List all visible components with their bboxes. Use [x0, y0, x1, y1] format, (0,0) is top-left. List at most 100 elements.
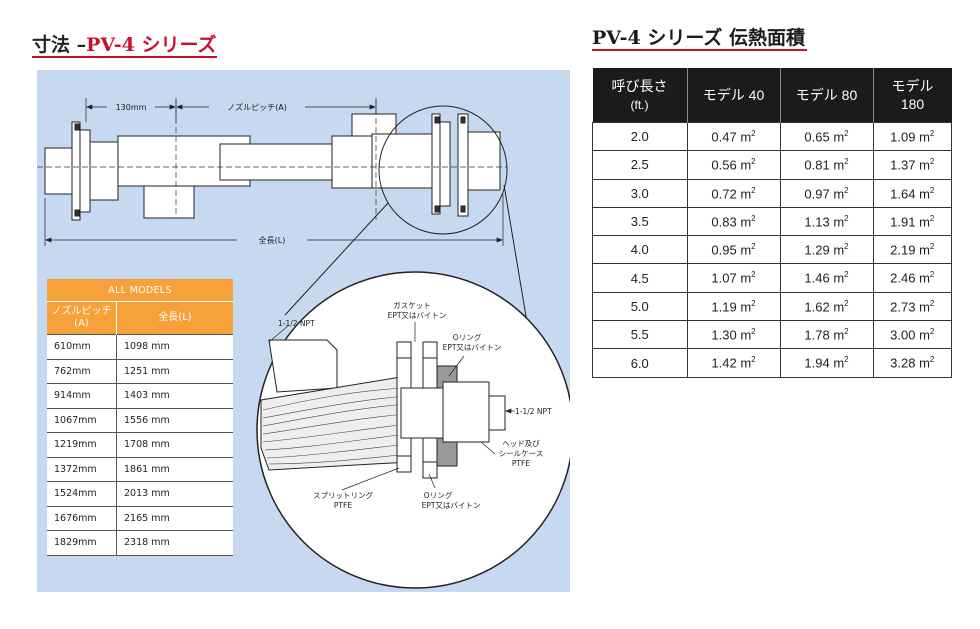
cell-pitch: 1067mm [47, 407, 117, 433]
cell-length: 1251 mm [116, 358, 233, 384]
label-head-1: ヘッド及び [502, 439, 540, 448]
cell-m40: 0.56 m2 [686, 150, 781, 180]
dim-nozzle-pitch-label: ノズルピッチ(A) [227, 102, 287, 112]
cell-m80: 1.29 m2 [779, 235, 874, 265]
col-header-nominal-length: 呼び長さ(ft.) [592, 68, 687, 123]
cell-m40: 1.07 m2 [686, 263, 781, 293]
cell-m180: 3.28 m2 [872, 348, 952, 378]
cell-m80: 0.65 m2 [779, 121, 874, 152]
cell-pitch: 1372mm [47, 456, 117, 482]
cell-m180: 2.19 m2 [872, 235, 952, 265]
models-caption-row: ALL MODELS [47, 279, 233, 302]
exchanger-body [44, 113, 501, 221]
label-npt-top: 1-1/2 NPT [278, 319, 315, 328]
heat-transfer-title-underline [592, 49, 807, 51]
cell-length: 4.0 [592, 235, 688, 265]
cell-m180: 3.00 m2 [872, 320, 952, 350]
label-oring-bottom-2: EPT又はバイトン [422, 501, 481, 510]
col-header-length: 全長(L) [116, 301, 233, 335]
dim-130mm-label: 130mm [116, 103, 147, 112]
cell-pitch: 1524mm [47, 481, 117, 506]
dimension-drawing-panel: 130mm ノズルピッチ(A) [37, 70, 570, 592]
cell-m180: 1.09 m2 [872, 121, 952, 152]
cell-m80: 0.97 m2 [779, 178, 874, 208]
cell-length: 3.0 [592, 178, 688, 208]
cell-length: 1861 mm [116, 456, 233, 482]
col-header-model-40: モデル 40 [686, 68, 780, 123]
label-gasket-1: ガスケット [393, 300, 431, 310]
cell-m180: 1.37 m2 [872, 150, 952, 180]
cell-pitch: 914mm [47, 383, 117, 408]
cell-m40: 1.19 m2 [686, 291, 781, 322]
cell-length: 1403 mm [116, 383, 233, 408]
cell-m80: 0.81 m2 [779, 150, 874, 180]
cell-pitch: 762mm [47, 358, 117, 384]
label-npt-right: 1-1/2 NPT [515, 407, 552, 416]
col-header-model-80: モデル 80 [779, 68, 873, 123]
dimensions-title: 寸法 –PV-4 シリーズ [32, 34, 217, 56]
cell-length: 1098 mm [116, 334, 233, 359]
cell-m40: 0.72 m2 [686, 178, 781, 208]
cell-m40: 1.42 m2 [686, 348, 781, 378]
heat-transfer-title: PV-4 シリーズ 伝熱面積 [592, 27, 806, 49]
cell-length: 5.5 [592, 320, 688, 350]
dim-overall-length [44, 194, 504, 246]
dimensions-title-underline [32, 56, 217, 58]
cell-m180: 1.91 m2 [872, 206, 952, 237]
cell-m40: 0.95 m2 [686, 235, 781, 265]
label-head-2: シールケース [499, 449, 544, 458]
models-caption: ALL MODELS [47, 279, 233, 302]
cell-length: 3.5 [592, 206, 688, 237]
cell-length: 5.0 [592, 291, 688, 322]
center-lines [37, 100, 507, 220]
cell-m80: 1.46 m2 [779, 263, 874, 293]
cell-m80: 1.78 m2 [779, 320, 874, 350]
cell-m180: 2.73 m2 [872, 291, 952, 322]
label-gasket-2: EPT又はバイトン [388, 311, 447, 320]
cell-m180: 2.46 m2 [872, 263, 952, 293]
col-header-pitch: ノズルピッチ(A) [47, 301, 117, 335]
cell-m40: 0.47 m2 [686, 121, 781, 152]
cell-length: 6.0 [592, 348, 688, 378]
dim-overall-length-label: 全長(L) [259, 235, 286, 245]
cell-length: 2013 mm [116, 481, 233, 506]
cell-length: 2.5 [592, 150, 688, 180]
cell-m40: 0.83 m2 [686, 206, 781, 237]
label-head-3: PTFE [512, 459, 530, 468]
label-split-2: PTFE [334, 501, 352, 510]
cell-m40: 1.30 m2 [686, 320, 781, 350]
label-oring-bottom-1: Oリング [424, 490, 453, 500]
cell-pitch: 1219mm [47, 432, 117, 457]
cell-pitch: 610mm [47, 334, 117, 359]
cell-length: 2.0 [592, 121, 688, 152]
cell-m80: 1.13 m2 [779, 206, 874, 237]
cell-pitch: 1676mm [47, 505, 117, 531]
cell-m180: 1.64 m2 [872, 178, 952, 208]
cell-length: 1708 mm [116, 432, 233, 457]
cell-length: 2165 mm [116, 505, 233, 531]
models-header-row: ノズルピッチ(A) 全長(L) [47, 301, 233, 335]
cell-m80: 1.94 m2 [779, 348, 874, 378]
